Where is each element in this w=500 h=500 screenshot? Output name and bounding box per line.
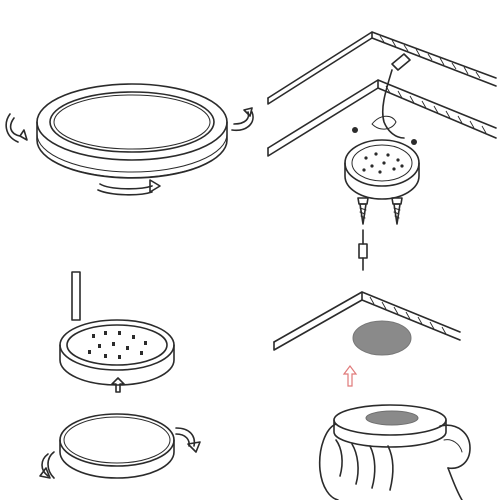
light-fixture-open [59,319,175,386]
screw-holes [352,127,417,145]
hand-icon [318,423,471,500]
panel-screw-mount [267,31,497,271]
cabinet-shelf [273,291,461,351]
cabinet-shelf [267,79,497,157]
up-arrow-icon [342,365,358,387]
power-cable [71,271,81,321]
panel-remove-cover [5,83,254,196]
screw-icon [357,197,369,225]
rotate-arrow-icon [39,451,55,479]
cabinet-ceiling-upper [267,31,497,105]
rotate-arrow-icon [5,113,28,143]
screwdriver-icon [358,229,368,271]
adhesive-pad-icon [352,320,412,356]
screw-icon [391,197,403,225]
cover-ring [59,413,175,479]
up-arrow-icon [111,377,125,393]
led-array [88,331,147,359]
led-array [362,152,404,174]
rotate-arrow-icon [231,107,254,132]
light-fixture-large [36,83,228,179]
rotate-arrow-icon [97,179,161,196]
panel-adhesive-mount [273,291,471,500]
rotate-arrow-icon [175,427,201,453]
light-fixture-mounted [344,139,420,200]
power-cable [371,53,411,139]
light-fixture-in-hand [333,404,447,448]
panel-insert-light [39,271,201,479]
